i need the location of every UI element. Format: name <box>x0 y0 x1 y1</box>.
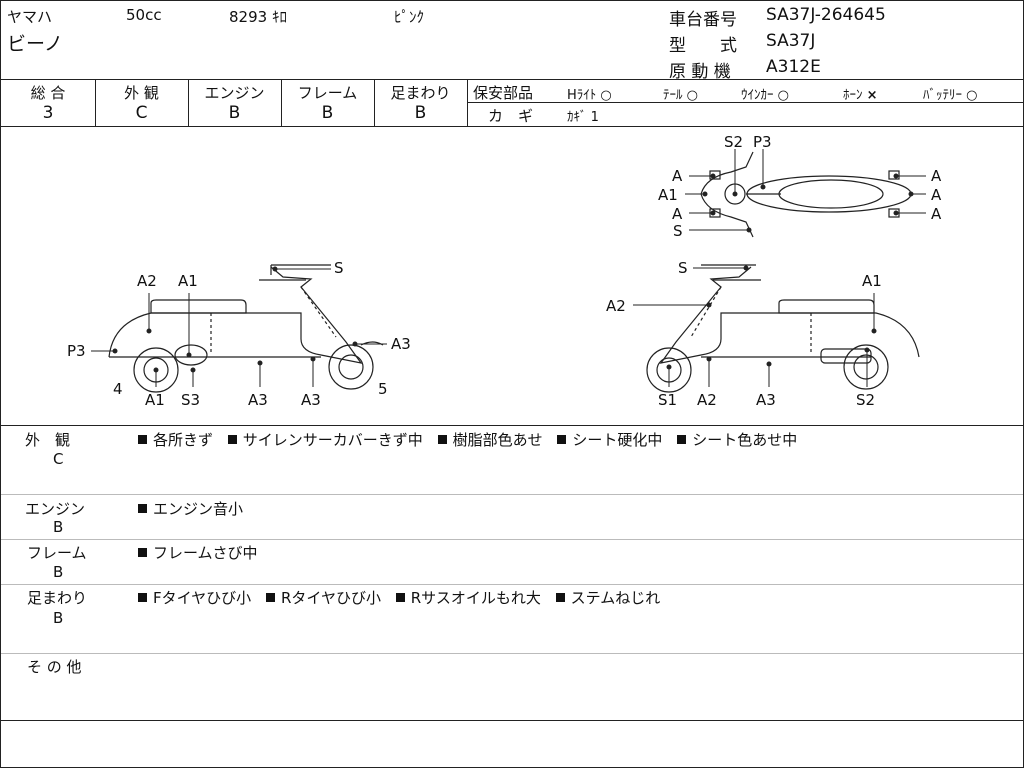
remark-frame-grade: B <box>53 563 64 581</box>
chassis-value: SA37J-264645 <box>766 5 886 25</box>
grade-suspension-label: 足まわり <box>390 84 451 102</box>
diag-label: P3 <box>67 342 86 360</box>
grade-exterior-value: C <box>135 103 148 123</box>
diag-label: S <box>678 259 688 277</box>
diag-label: S2 <box>724 133 744 151</box>
remark-engine-title: エンジン <box>25 500 86 518</box>
remark-other-title: そ の 他 <box>27 658 82 676</box>
diag-label: S1 <box>658 391 678 409</box>
diag-label: S2 <box>856 391 876 409</box>
type-value: SA37J <box>766 31 816 51</box>
diag-label: A3 <box>248 391 268 409</box>
diag-label: A3 <box>756 391 776 409</box>
model-name: ビーノ <box>7 33 63 55</box>
grade-exterior-label: 外 観 <box>124 84 159 102</box>
diag-label: A1 <box>658 186 678 204</box>
diag-label: 5 <box>378 380 388 398</box>
diag-label: A <box>931 205 942 223</box>
diag-label: A1 <box>178 272 198 290</box>
diag-label: A <box>931 186 942 204</box>
remark-suspension-title: 足まわり <box>27 589 88 607</box>
diag-label: A3 <box>301 391 321 409</box>
maker: ヤマハ <box>7 8 53 26</box>
key-value: ｶｷﾞ 1 <box>567 110 599 125</box>
remark-engine-grade: B <box>53 518 64 536</box>
diag-label: A1 <box>862 272 882 290</box>
safety-horn: ﾎｰﾝ × <box>843 88 878 103</box>
top-scooter-drawing <box>700 151 912 238</box>
grade-frame-value: B <box>321 103 334 123</box>
safety-winker: ｳｲﾝｶｰ ○ <box>741 88 789 103</box>
diag-label: A <box>672 205 683 223</box>
remark-exterior-items: 各所きず サイレンサーカバーきず中 樹脂部色あせ シート硬化中 シート色あせ中 <box>138 429 807 450</box>
diag-label: A2 <box>137 272 157 290</box>
diag-label: S <box>334 259 344 277</box>
remark-frame-title: フレーム <box>27 544 87 562</box>
diag-label: A2 <box>606 297 626 315</box>
engine-label: 原 動 機 <box>669 62 731 82</box>
chassis-label: 車台番号 <box>669 10 737 30</box>
right-scooter-drawing <box>646 264 920 393</box>
color: ﾋﾟﾝｸ <box>394 8 425 26</box>
remark-exterior-title: 外 観 <box>25 431 71 449</box>
remark-engine-items: エンジン音小 <box>138 498 253 519</box>
grade-total-label: 総 合 <box>30 84 66 102</box>
left-scooter-drawing <box>108 264 384 393</box>
diag-label: 4 <box>113 380 123 398</box>
diag-label: A <box>672 167 683 185</box>
mileage: 8293 ｷﾛ <box>229 8 287 26</box>
grade-total-value: 3 <box>42 103 54 123</box>
safety-headlight: Hﾗｲﾄ ○ <box>567 88 612 103</box>
displacement: 50cc <box>126 6 162 24</box>
safety-battery: ﾊﾞｯﾃﾘｰ ○ <box>923 88 978 103</box>
grade-engine-value: B <box>228 103 241 123</box>
grade-suspension-value: B <box>414 103 427 123</box>
diag-label: A3 <box>391 335 411 353</box>
type-label: 型 式 <box>669 36 737 56</box>
damage-diagram <box>91 149 926 393</box>
key-label: カ ギ <box>488 107 534 125</box>
remark-frame-items: フレームさび中 <box>138 542 268 563</box>
engine-value: A312E <box>766 57 821 77</box>
diag-label: A <box>931 167 942 185</box>
diag-label: A2 <box>697 391 717 409</box>
remark-exterior-grade: C <box>53 450 64 468</box>
diag-label: S <box>673 222 683 240</box>
diag-label: P3 <box>753 133 772 151</box>
safety-tail: ﾃｰﾙ ○ <box>663 88 698 103</box>
safety-label: 保安部品 <box>473 84 534 102</box>
leader-lines <box>91 149 926 387</box>
grade-frame-label: フレーム <box>297 84 358 102</box>
remark-suspension-items: Fタイヤひび小 Rタイヤひび小 Rサスオイルもれ大 ステムねじれ <box>138 587 670 608</box>
grade-engine-label: エンジン <box>204 84 265 102</box>
diag-label: S3 <box>181 391 201 409</box>
diag-label: A1 <box>145 391 165 409</box>
remark-suspension-grade: B <box>53 609 64 627</box>
